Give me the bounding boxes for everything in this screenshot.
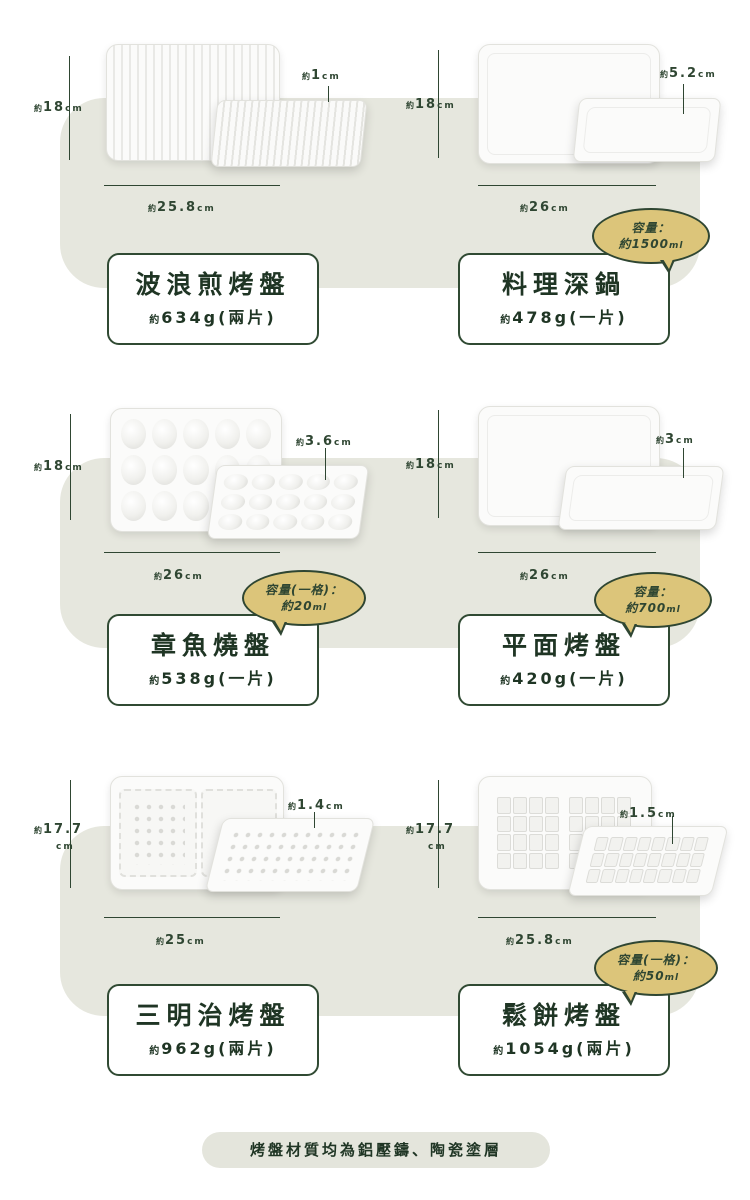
capacity-bubble: 容量(一格)： 約20ml	[242, 570, 366, 636]
capacity-value: 約50ml	[632, 969, 680, 983]
wave-grill-plate-side-image	[210, 100, 368, 167]
height-dimension-line	[69, 56, 70, 160]
capacity-bubble: 容量： 約1500ml	[592, 208, 710, 274]
material-note: 烤盤材質均為鋁壓鑄、陶瓷塗層	[202, 1132, 550, 1168]
height-dimension-line	[70, 780, 71, 888]
length-dimension-line	[104, 917, 280, 918]
depth-dimension-label: 約1.5cm	[620, 806, 677, 821]
product-name: 章魚燒盤	[150, 631, 275, 660]
capacity-value: 約700ml	[625, 601, 681, 615]
sandwich-plate-image	[110, 776, 284, 890]
length-dimension-label: 約26cm	[520, 200, 570, 215]
deep-pot-plate-side-image	[572, 98, 722, 162]
height-dimension-label: 約18cm	[34, 459, 84, 474]
takoyaki-plate-side-image	[206, 465, 370, 539]
depth-dimension-label: 約3.6cm	[296, 434, 353, 449]
product-name: 鬆餅烤盤	[501, 1001, 626, 1030]
length-dimension-line	[104, 552, 280, 553]
sandwich-plate-side-image	[204, 818, 376, 892]
product-name: 平面烤盤	[501, 631, 626, 660]
height-dimension-line	[70, 414, 71, 520]
length-dimension-line	[104, 185, 280, 186]
length-dimension-line	[478, 917, 656, 918]
capacity-title: 容量：	[633, 585, 673, 599]
height-dimension-label: 約18cm	[34, 100, 84, 115]
depth-dimension-label: 約5.2cm	[660, 66, 717, 81]
depth-dimension-label: 約1cm	[302, 68, 341, 83]
bubble-tail	[622, 991, 637, 1006]
capacity-value: 約20ml	[280, 599, 328, 613]
bubble-tail	[660, 259, 675, 274]
product-name: 料理深鍋	[501, 270, 626, 299]
height-dimension-line	[438, 780, 439, 888]
depth-dimension-label: 約3cm	[656, 432, 695, 447]
depth-dimension-line	[683, 84, 684, 114]
length-dimension-label: 約25.8cm	[148, 200, 216, 215]
length-dimension-label: 約25.8cm	[506, 933, 574, 948]
capacity-title: 容量：	[631, 221, 671, 235]
length-dimension-label: 約25cm	[156, 933, 206, 948]
depth-dimension-line	[672, 816, 673, 844]
bubble-tail	[272, 621, 287, 636]
height-dimension-line	[438, 50, 439, 158]
depth-dimension-line	[328, 86, 329, 102]
length-dimension-line	[478, 552, 656, 553]
waffle-plate-side-image	[567, 826, 729, 896]
flat-grill-plate-side-image	[557, 466, 725, 530]
depth-dimension-label: 約1.4cm	[288, 798, 345, 813]
capacity-title: 容量(一格)：	[265, 583, 343, 597]
depth-dimension-line	[683, 448, 684, 478]
capacity-bubble: 容量： 約700ml	[594, 572, 712, 638]
height-dimension-label: 約18cm	[406, 97, 456, 112]
capacity-bubble: 容量(一格)： 約50ml	[594, 940, 718, 1006]
product-name: 三明治烤盤	[135, 1001, 291, 1030]
length-dimension-label: 約26cm	[520, 568, 570, 583]
depth-dimension-line	[314, 812, 315, 828]
height-dimension-line	[438, 410, 439, 518]
product-name: 波浪煎烤盤	[135, 270, 291, 299]
capacity-title: 容量(一格)：	[617, 953, 695, 967]
depth-dimension-line	[325, 448, 326, 480]
capacity-value: 約1500ml	[618, 237, 684, 251]
length-dimension-label: 約26cm	[154, 568, 204, 583]
length-dimension-line	[478, 185, 656, 186]
bubble-tail	[622, 623, 637, 638]
height-dimension-label: 約18cm	[406, 457, 456, 472]
